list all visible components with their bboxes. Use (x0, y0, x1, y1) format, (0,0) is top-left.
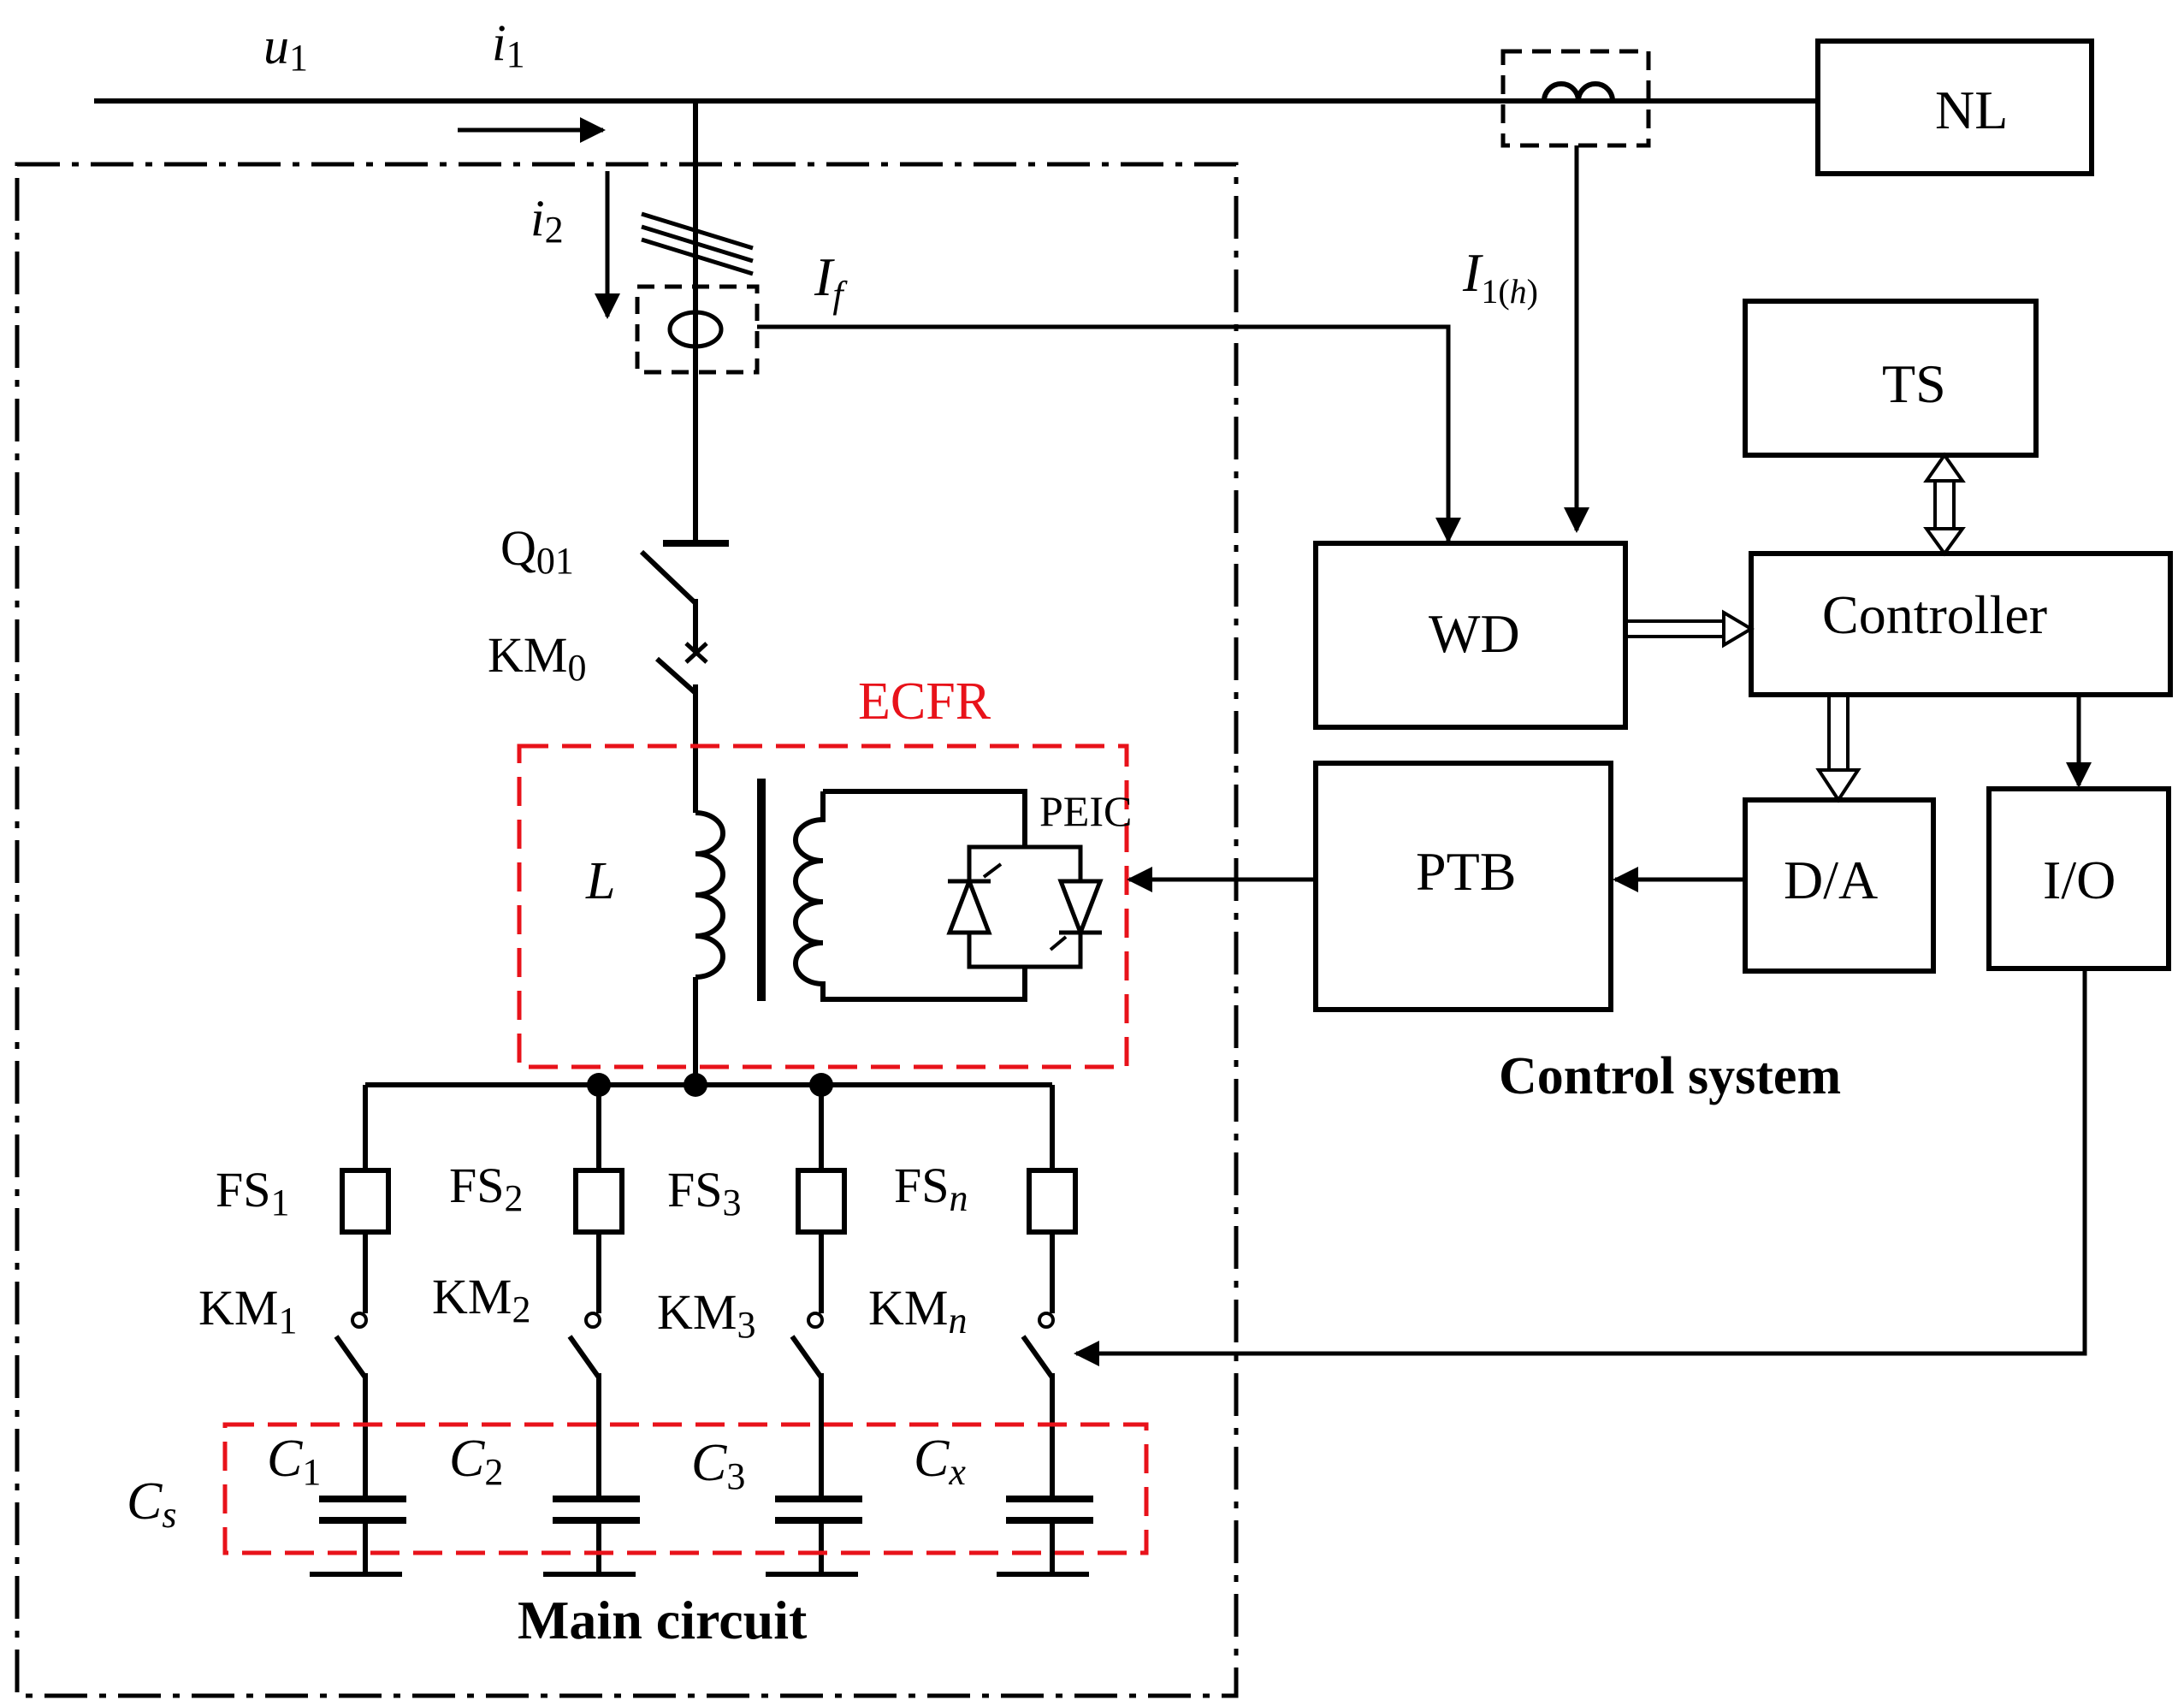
block-controller-label: Controller (1822, 584, 2047, 645)
label-kmn: KMn (868, 1280, 967, 1342)
arrow-wd-to-controller (1625, 609, 1755, 649)
block-ptb (1313, 761, 1613, 1012)
ct-bus-box (1500, 49, 1651, 148)
label-fs2: FS2 (449, 1158, 524, 1219)
label-km2: KM2 (432, 1269, 530, 1330)
label-ecfr: ECFR (858, 672, 991, 731)
block-wd-label: WD (1429, 603, 1520, 664)
label-q01: Q01 (500, 520, 574, 582)
arrow-ts-controller (1923, 452, 1966, 557)
inductor-secondary (793, 791, 1027, 1002)
label-km3: KM3 (657, 1284, 755, 1346)
thyristor-loop (967, 844, 1083, 969)
km0-cross2 (684, 642, 708, 664)
main-circuit-frame (15, 162, 1239, 1698)
block-io (1986, 786, 2171, 971)
q01-blade (639, 549, 698, 606)
label-u1: u1 (263, 18, 308, 79)
block-ptb-label: PTB (1416, 841, 1516, 902)
label-cx: Cx (914, 1430, 966, 1493)
thyristor-right-icon (1049, 879, 1104, 951)
label-main-circuit: Main circuit (518, 1590, 808, 1650)
ct-branch-box (635, 284, 760, 375)
ct-branch-lead (757, 324, 1461, 543)
block-nl (1815, 39, 2094, 176)
three-phase-mark (641, 211, 754, 276)
block-nl-label: NL (1935, 80, 2008, 140)
arrow-controller-to-da (1815, 695, 1861, 803)
capacitor-branch-n (997, 1085, 1093, 1577)
km0-blade (655, 656, 697, 696)
thyristor-left-icon (946, 862, 1003, 935)
label-fs3: FS3 (667, 1162, 742, 1223)
block-ts-label: TS (1882, 353, 1946, 414)
ct-branch-coil (667, 310, 724, 349)
capacitor-branch-1 (310, 1085, 406, 1577)
label-c1: C1 (267, 1430, 321, 1493)
cs-box (222, 1422, 1149, 1555)
label-c3: C3 (691, 1434, 745, 1497)
label-c2: C2 (449, 1430, 503, 1493)
label-i1: i1 (492, 15, 525, 75)
label-control-system: Control system (1499, 1047, 1841, 1105)
label-I1h: I1(h) (1462, 242, 1538, 311)
label-cs: Cs (127, 1472, 176, 1536)
inductor-primary (695, 810, 725, 980)
capacitor-branch-3 (766, 1085, 862, 1577)
block-ts (1743, 299, 2039, 458)
label-peic: PEIC (1039, 787, 1132, 835)
capacitor-branch-2 (543, 1085, 640, 1577)
label-fsn: FSn (894, 1158, 968, 1219)
ecfr-box (517, 743, 1129, 1069)
block-controller (1749, 551, 2173, 697)
label-fs1: FS1 (216, 1162, 290, 1223)
secondary-top (823, 789, 1027, 847)
block-da-label: D/A (1784, 850, 1878, 910)
block-io-label: I/O (2043, 850, 2116, 910)
label-i2: i2 (530, 190, 564, 251)
label-L: L (585, 852, 615, 910)
label-If: If (814, 246, 848, 316)
ct-bus-coil (1542, 81, 1615, 102)
arrow-io-to-kmn (1074, 969, 2087, 1366)
label-km1: KM1 (198, 1280, 297, 1342)
label-km0: KM0 (488, 627, 586, 689)
